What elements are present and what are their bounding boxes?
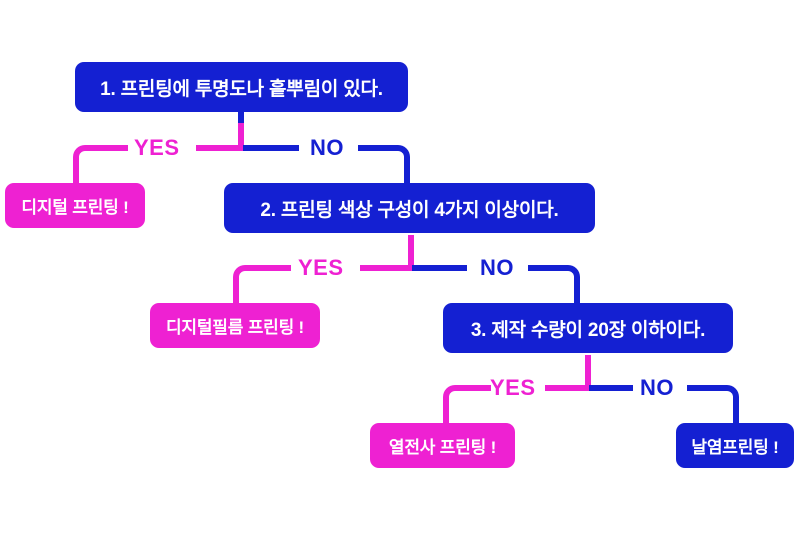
connector-q2-yes-elbow — [233, 265, 291, 305]
result-node-thermal-transfer-printing[interactable]: 열전사 프린팅 ! — [370, 423, 515, 468]
branch-label-yes-3: YES — [490, 375, 536, 400]
connector-q1-stem-yes — [238, 123, 244, 148]
question-node-2[interactable]: 2. 프린팅 색상 구성이 4가지 이상이다. — [224, 183, 595, 233]
connector-q3-no-elbow — [687, 385, 739, 425]
branch-label-yes-2: YES — [298, 255, 344, 280]
connector-q3-stem-yes — [585, 355, 591, 388]
branch-label-yes-1: YES — [134, 135, 180, 160]
question-node-1[interactable]: 1. 프린팅에 투명도나 흩뿌림이 있다. — [75, 62, 408, 112]
connector-q3-yes-elbow — [443, 385, 491, 425]
connector-q3-no-inner — [589, 385, 633, 391]
branch-label-no-3: NO — [640, 375, 674, 400]
connector-q2-stem-yes — [408, 235, 414, 268]
connector-q2-no-elbow — [528, 265, 580, 305]
branch-label-no-2: NO — [480, 255, 514, 280]
connector-q3-yes-inner — [545, 385, 591, 391]
connector-q1-yes-inner — [196, 145, 244, 151]
branch-label-no-1: NO — [310, 135, 344, 160]
connector-q1-no-elbow — [358, 145, 410, 185]
connector-q2-yes-inner — [360, 265, 414, 271]
result-node-digital-printing[interactable]: 디지털 프린팅 ! — [5, 183, 145, 228]
result-node-dye-printing[interactable]: 날염프린팅 ! — [676, 423, 794, 468]
question-node-3[interactable]: 3. 제작 수량이 20장 이하이다. — [443, 303, 733, 353]
connector-q2-no-inner — [412, 265, 467, 271]
result-node-digital-film-printing[interactable]: 디지털필름 프린팅 ! — [150, 303, 320, 348]
connector-q1-yes-elbow — [73, 145, 128, 185]
connector-q1-no-inner — [243, 145, 299, 151]
